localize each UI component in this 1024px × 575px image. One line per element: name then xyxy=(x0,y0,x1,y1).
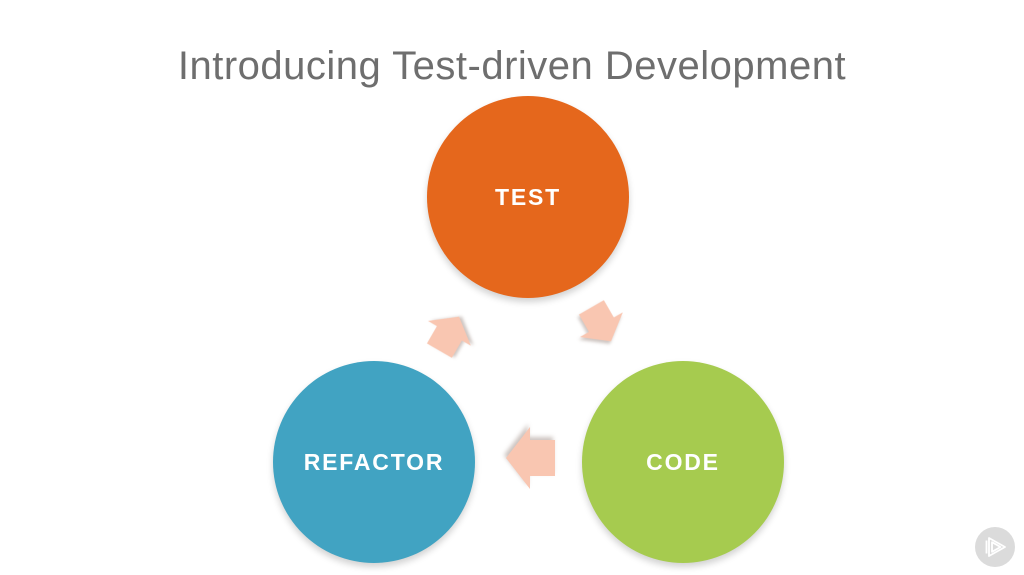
node-code-label: CODE xyxy=(646,448,720,475)
arrow-shape xyxy=(506,427,555,489)
node-refactor: REFACTOR xyxy=(273,361,475,563)
pluralsight-logo-icon xyxy=(975,527,1015,567)
node-test: TEST xyxy=(427,96,629,298)
node-refactor-label: REFACTOR xyxy=(303,448,445,475)
arrow-shape xyxy=(426,316,471,358)
arrow-code-to-refactor-icon xyxy=(506,427,555,489)
play-glyph xyxy=(985,537,1006,557)
node-code: CODE xyxy=(582,361,784,563)
arrow-test-to-code-icon xyxy=(578,300,623,342)
arrow-shape xyxy=(578,300,623,342)
arrow-refactor-to-test-icon xyxy=(426,316,471,358)
slide-title: Introducing Test-driven Development xyxy=(177,44,847,88)
node-test-label: TEST xyxy=(495,183,561,210)
logo-circle xyxy=(975,527,1015,567)
